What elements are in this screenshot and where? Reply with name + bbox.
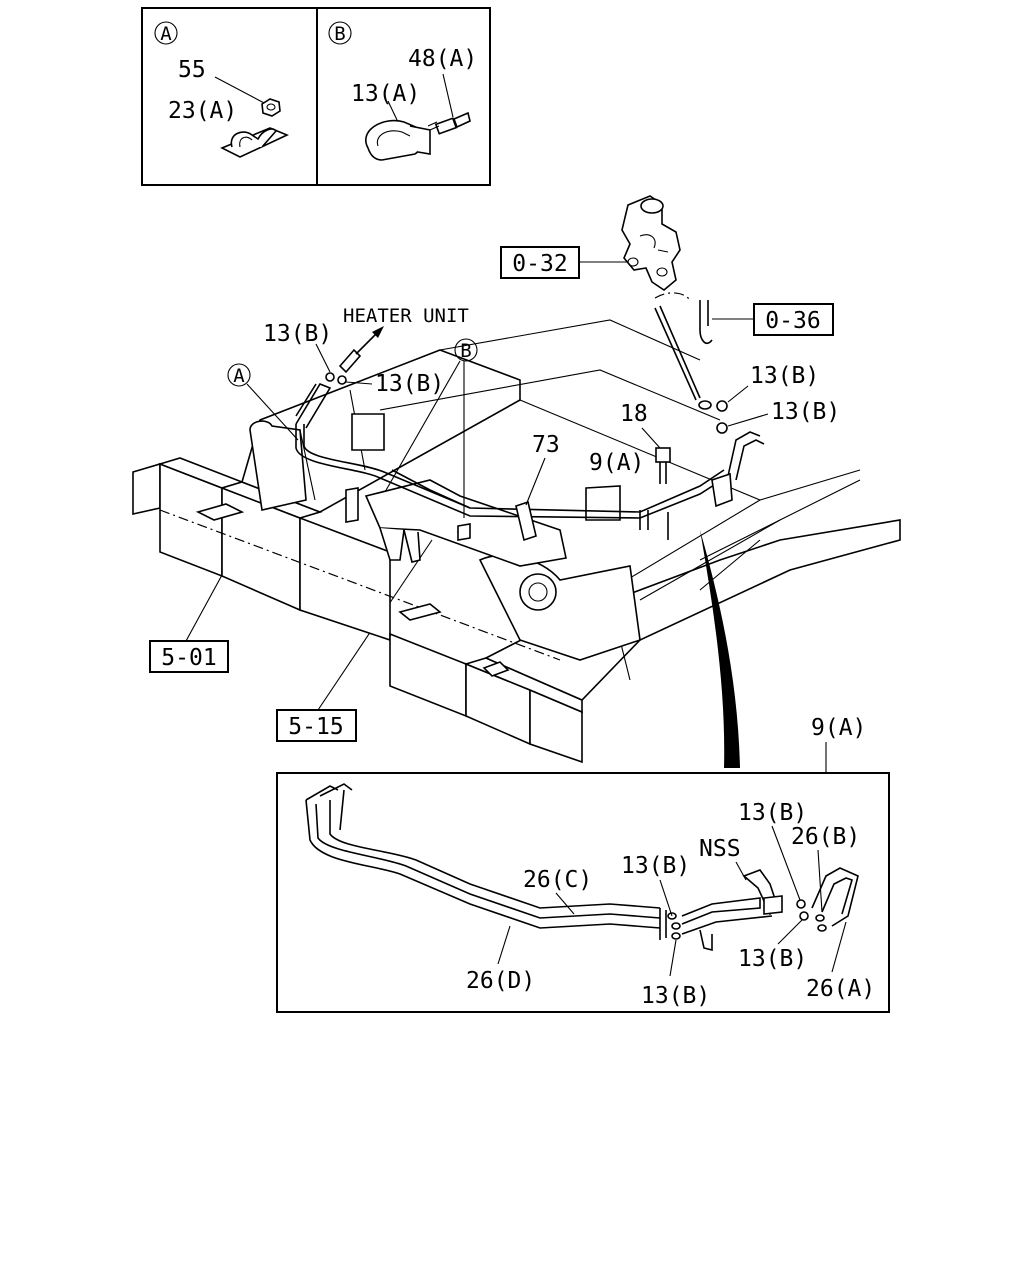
label-26c: 26(C) xyxy=(523,867,592,893)
inset-clips xyxy=(796,899,809,921)
label-13b-inset-a: 13(B) xyxy=(621,853,690,879)
ref-5-01: 5-01 xyxy=(149,574,229,673)
pipe-0-36 xyxy=(699,300,713,345)
label-26b: 26(B) xyxy=(791,824,860,850)
inset-pointer xyxy=(700,530,740,768)
label-9a-main: 9(A) xyxy=(589,450,644,476)
inset-box: 9(A) xyxy=(276,715,890,1013)
callout-9a-main: 9(A) xyxy=(589,450,644,476)
label-26a: 26(A) xyxy=(806,976,875,1002)
label-nss: NSS xyxy=(699,836,741,862)
label-18: 18 xyxy=(620,401,648,427)
callout-73: 73 xyxy=(525,432,560,506)
label-23a: 23(A) xyxy=(168,98,237,124)
nut-55 xyxy=(261,98,281,117)
ref-0-32-label: 0-32 xyxy=(512,251,567,277)
label-13b-inset-c: 13(B) xyxy=(738,800,807,826)
frame xyxy=(132,319,901,764)
detail-a-marker: A xyxy=(160,23,172,45)
ref-0-36: 0-36 xyxy=(712,303,834,336)
clip-23a xyxy=(220,127,289,158)
heater-unit-label: HEATER UNIT xyxy=(343,305,469,327)
detail-box-b: B 48(A) 13(A) xyxy=(316,7,491,186)
inset-title: 9(A) xyxy=(811,715,866,741)
ref-0-36-label: 0-36 xyxy=(765,308,820,334)
marker-b-callout: B xyxy=(384,338,478,518)
detail-b-circle xyxy=(328,21,352,45)
heater-pipes xyxy=(295,383,765,542)
inset-pipe-26ab xyxy=(811,867,859,932)
marker-a: A xyxy=(233,365,245,387)
ref-0-32: 0-32 xyxy=(500,246,627,279)
inset-bracket-nss xyxy=(681,869,783,952)
label-13b-upper-right-2: 13(B) xyxy=(771,399,840,425)
clip-13a xyxy=(365,119,431,161)
label-13b-mid-left: 13(B) xyxy=(375,371,444,397)
label-13a: 13(A) xyxy=(351,81,420,107)
pedal-bracket xyxy=(621,195,712,410)
label-13b-inset-d: 13(B) xyxy=(738,946,807,972)
heater-unit-arrow: HEATER UNIT xyxy=(338,305,469,374)
detail-a-circle xyxy=(154,21,178,45)
clip-13b-upper-left: 13(B) 13(B) xyxy=(263,321,444,397)
inset-connectors xyxy=(667,912,681,940)
detail-b-marker: B xyxy=(334,23,345,45)
bolt-48a xyxy=(427,111,471,135)
clip-13b-upper-right: 13(B) 13(B) xyxy=(716,363,840,434)
label-73: 73 xyxy=(532,432,560,458)
inset-pipe-26cd xyxy=(305,783,667,940)
ref-5-15-label: 5-15 xyxy=(288,714,343,740)
marker-a-callout: A xyxy=(227,363,299,441)
label-13b-upper-right-1: 13(B) xyxy=(750,363,819,389)
bolt-18: 18 xyxy=(620,401,671,484)
detail-box-a: A 55 23(A) xyxy=(141,7,318,186)
label-48a: 48(A) xyxy=(408,46,477,72)
label-55: 55 xyxy=(178,57,206,83)
label-13b-upper-left: 13(B) xyxy=(263,321,332,347)
label-26d: 26(D) xyxy=(466,968,535,994)
marker-b: B xyxy=(460,340,471,362)
ref-5-01-label: 5-01 xyxy=(161,645,216,671)
label-13b-inset-b: 13(B) xyxy=(641,983,710,1009)
